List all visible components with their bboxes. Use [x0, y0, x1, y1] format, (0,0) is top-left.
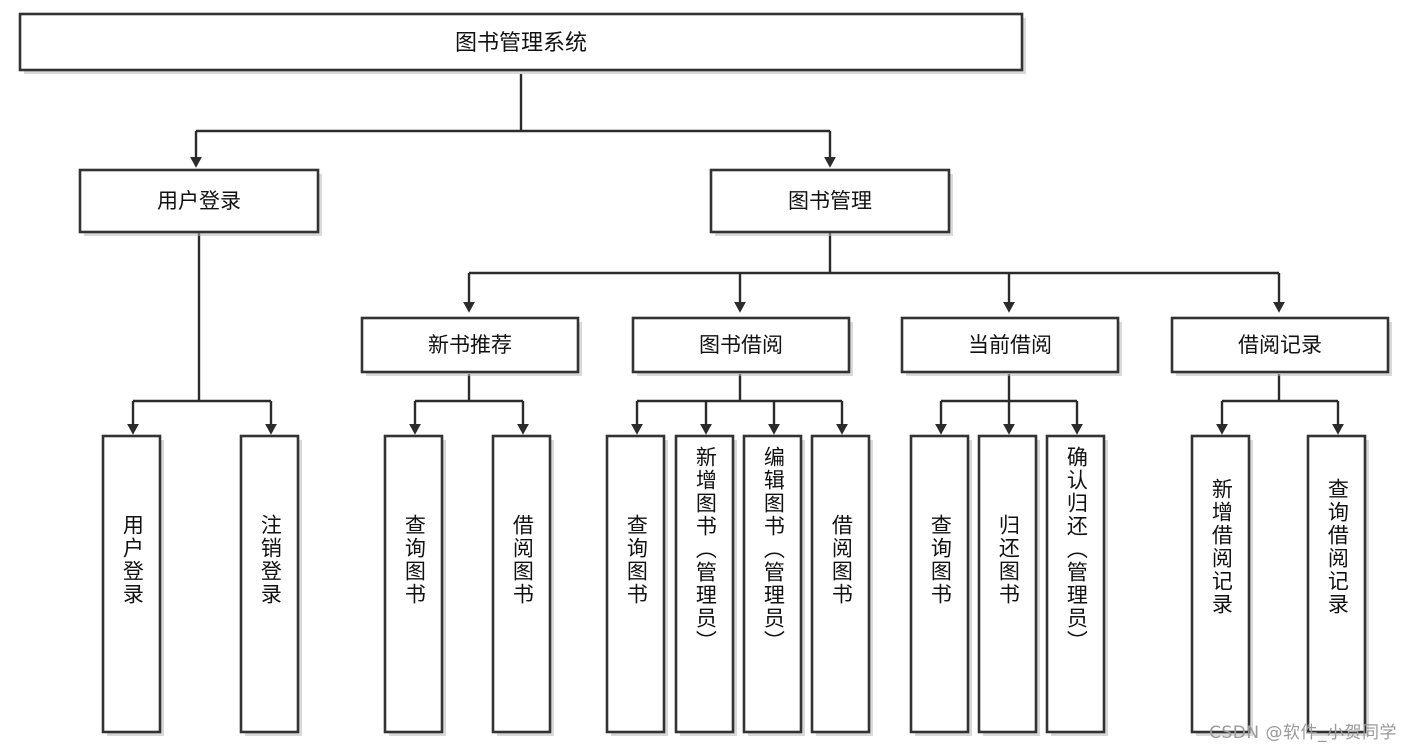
node-new-book-recommend-box[interactable] [360, 316, 580, 374]
leaf-add-book-box[interactable] [674, 434, 735, 734]
node-root-label: 图书管理系统 [455, 31, 587, 56]
node-borrow-record[interactable]: 借阅记录 [1170, 316, 1392, 376]
leaf-user-login-box[interactable] [101, 434, 162, 734]
node-borrow-record-box[interactable] [1170, 316, 1390, 374]
csdn-watermark: CSDN @软件_小贺同学 [1209, 723, 1397, 743]
node-user-login-box[interactable] [78, 168, 320, 234]
node-borrow-record-label: 借阅记录 [1238, 333, 1322, 357]
node-book-manage-label: 图书管理 [788, 189, 872, 213]
leaf-confirm-return-box[interactable] [1045, 434, 1106, 734]
leaf-query-book-3-box[interactable] [909, 434, 970, 734]
connector-group [127, 74, 1344, 435]
leaf-logout-box[interactable] [239, 434, 300, 734]
node-user-login[interactable]: 用户登录 [78, 168, 322, 236]
node-book-borrow[interactable]: 图书借阅 [631, 316, 853, 376]
leaf-borrow-book-2-box[interactable] [810, 434, 871, 734]
node-root[interactable]: 图书管理系统 [18, 12, 1026, 74]
leaf-return-book-box[interactable] [977, 434, 1038, 734]
node-root-box[interactable] [18, 12, 1024, 72]
leaf-query-book-2-box[interactable] [605, 434, 666, 734]
node-new-book-recommend[interactable]: 新书推荐 [360, 316, 582, 376]
node-user-login-label: 用户登录 [157, 189, 241, 213]
node-book-manage-box[interactable] [709, 168, 951, 234]
node-current-borrow-label: 当前借阅 [968, 333, 1052, 357]
node-new-book-recommend-label: 新书推荐 [428, 333, 512, 357]
node-current-borrow[interactable]: 当前借阅 [900, 316, 1122, 376]
leaf-borrow-book-1-box[interactable] [491, 434, 552, 734]
node-book-borrow-box[interactable] [631, 316, 851, 374]
leaf-edit-book-box[interactable] [742, 434, 803, 734]
leaf-boxes [101, 434, 1369, 736]
leaf-add-record-box[interactable] [1190, 434, 1251, 734]
node-book-manage[interactable]: 图书管理 [709, 168, 953, 236]
node-current-borrow-box[interactable] [900, 316, 1120, 374]
leaf-query-record-box[interactable] [1306, 434, 1367, 734]
node-book-borrow-label: 图书借阅 [699, 333, 783, 357]
leaf-query-book-1-box[interactable] [383, 434, 444, 734]
